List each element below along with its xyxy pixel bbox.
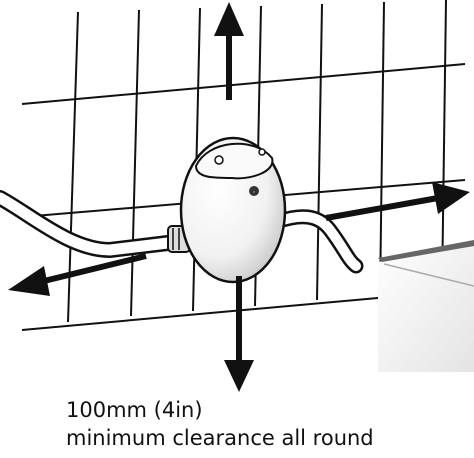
clearance-description: minimum clearance all round (66, 426, 374, 450)
arrow-left-icon (8, 253, 147, 296)
clearance-value: 100mm (4in) (66, 398, 203, 422)
right-cable (268, 209, 364, 274)
bath-panel (378, 240, 474, 372)
arrow-right-icon (325, 182, 470, 221)
wall-mounted-unit-icon: ◦ (179, 136, 287, 284)
arrow-down-icon (224, 276, 254, 392)
svg-text:◦: ◦ (252, 189, 256, 196)
arrow-up-icon (214, 2, 244, 100)
